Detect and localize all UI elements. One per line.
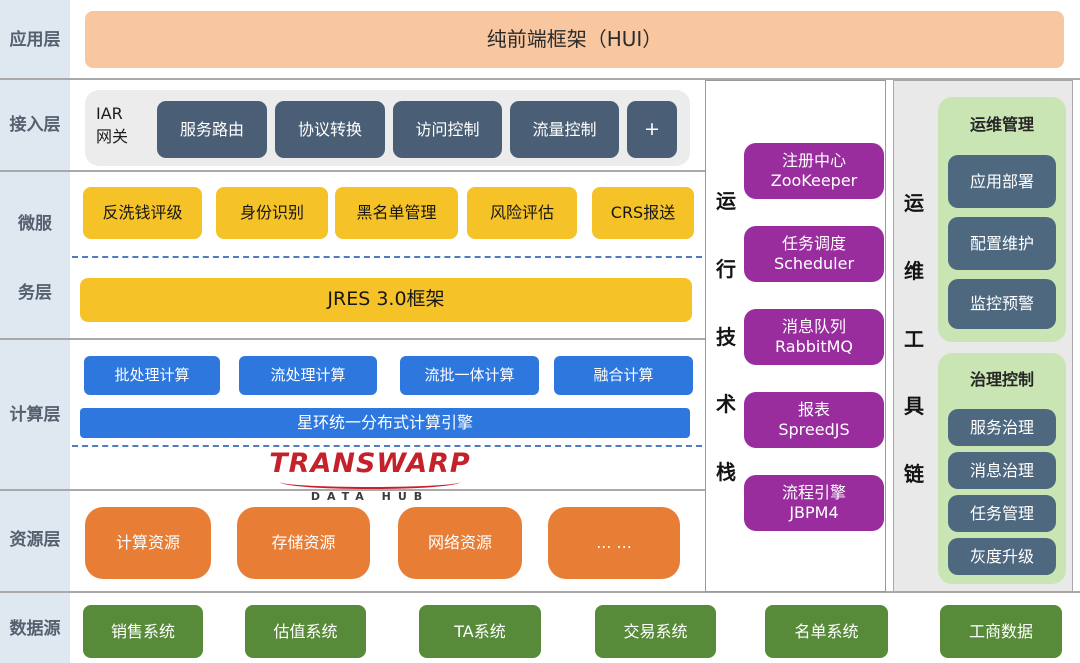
runtime-stack-vertical-label: 运 行 技 术 栈 (714, 185, 738, 485)
runtime-rabbitmq: 消息队列 RabbitMQ (744, 309, 884, 365)
datasource-trading-system: 交易系统 (595, 605, 716, 658)
resource-ellipsis: ... ... (548, 507, 680, 579)
runtime-item-tech: SpreedJS (778, 420, 850, 439)
gateway-label-line1: IAR (96, 104, 123, 123)
runtime-scheduler: 任务调度 Scheduler (744, 226, 884, 282)
runtime-stack-panel: 运 行 技 术 栈 注册中心 ZooKeeper 任务调度 Scheduler … (705, 80, 886, 592)
service-crs-reporting: CRS报送 (592, 187, 694, 239)
runtime-stack-char: 技 (716, 324, 736, 349)
runtime-item-title: 任务调度 (781, 234, 846, 253)
sidebar-label-datasource-layer: 数据源 (9, 619, 61, 639)
ops-toolchain-char: 运 (904, 191, 924, 215)
jres-framework-bar: JRES 3.0框架 (80, 278, 692, 322)
transwarp-logo-brand: TRANSWARP (269, 448, 471, 479)
runtime-item-tech: Scheduler (773, 254, 855, 273)
transwarp-logo-swoosh (280, 475, 460, 489)
access-service-routing: 服务路由 (157, 101, 267, 158)
gateway-label-line2: 网关 (96, 127, 129, 147)
ops-toolchain-char: 维 (904, 258, 924, 283)
runtime-item-tech: RabbitMQ (775, 337, 853, 356)
sidebar-label-microservice-layer-line2: 务层 (18, 283, 52, 303)
ops-monitoring-alert: 监控预警 (948, 279, 1056, 329)
ops-gray-upgrade: 灰度升级 (948, 538, 1056, 575)
ops-group-title: 治理控制 (969, 370, 1034, 389)
ops-group-maintenance: 运维管理 应用部署 配置维护 监控预警 (938, 97, 1066, 342)
runtime-item-tech: JBPM4 (789, 503, 839, 522)
runtime-stack-char: 术 (716, 392, 736, 417)
divider-resource-datasource (0, 591, 1080, 593)
gateway-label: IAR 网关 (96, 102, 154, 148)
microservice-dashed-divider (72, 256, 702, 258)
ops-toolchain-vertical-label: 运 维 工 具 链 (902, 187, 926, 487)
datasource-sales-system: 销售系统 (83, 605, 203, 658)
compute-batch: 批处理计算 (84, 356, 220, 395)
compute-dashed-divider (72, 445, 702, 447)
divider-micro-compute (0, 338, 705, 340)
runtime-item-tech: ZooKeeper (770, 171, 858, 190)
divider-compute-resource (0, 489, 705, 491)
frontend-framework-bar: 纯前端框架（HUI） (85, 11, 1064, 68)
runtime-item-title: 报表 (797, 400, 830, 419)
sidebar-label-compute-layer: 计算层 (9, 405, 61, 425)
divider-access-micro (0, 170, 705, 172)
sidebar-label-app-layer: 应用层 (9, 30, 61, 50)
access-plus-button: + (627, 101, 677, 158)
ops-group-governance: 治理控制 服务治理 消息治理 任务管理 灰度升级 (938, 353, 1066, 584)
runtime-stack-char: 行 (716, 256, 736, 281)
service-risk-assessment: 风险评估 (467, 187, 577, 239)
ops-config-maintenance: 配置维护 (948, 217, 1056, 270)
sidebar-label-resource-layer: 资源层 (9, 530, 61, 550)
service-blacklist-management: 黑名单管理 (335, 187, 458, 239)
service-aml-rating: 反洗钱评级 (83, 187, 202, 239)
access-protocol-conversion: 协议转换 (275, 101, 385, 158)
runtime-spreedjs: 报表 SpreedJS (744, 392, 884, 448)
resource-compute: 计算资源 (85, 507, 211, 579)
distributed-engine-bar: 星环统一分布式计算引擎 (80, 408, 690, 438)
ops-message-governance: 消息治理 (948, 452, 1056, 489)
ops-toolchain-char: 工 (904, 326, 924, 351)
compute-stream: 流处理计算 (239, 356, 377, 395)
access-flow-control: 流量控制 (510, 101, 619, 158)
transwarp-logo-subtitle: DATA HUB (310, 490, 430, 503)
ops-toolchain-panel: 运 维 工 具 链 运维管理 应用部署 配置维护 监控预警 治理控制 服务治理 … (893, 80, 1073, 592)
sidebar-label-microservice-layer-line1: 微服 (18, 214, 52, 234)
ops-toolchain-char: 具 (904, 394, 924, 419)
compute-fusion: 融合计算 (554, 356, 693, 395)
sidebar-label-access-layer: 接入层 (9, 115, 61, 135)
ops-task-management: 任务管理 (948, 495, 1056, 532)
runtime-stack-char: 栈 (716, 460, 736, 484)
compute-stream-batch-unified: 流批一体计算 (400, 356, 539, 395)
runtime-item-title: 流程引擎 (781, 483, 846, 502)
ops-app-deployment: 应用部署 (948, 155, 1056, 208)
resource-storage: 存储资源 (237, 507, 370, 579)
transwarp-logo: TRANSWARP DATA HUB (260, 448, 480, 503)
ops-service-governance: 服务治理 (948, 409, 1056, 446)
ops-group-title: 运维管理 (969, 115, 1034, 134)
service-identity-recognition: 身份识别 (216, 187, 328, 239)
divider-app-access (0, 78, 1080, 80)
runtime-jbpm4: 流程引擎 JBPM4 (744, 475, 884, 531)
datasource-valuation-system: 估值系统 (245, 605, 366, 658)
datasource-ta-system: TA系统 (419, 605, 541, 658)
runtime-item-title: 注册中心 (781, 151, 846, 170)
datasource-business-data: 工商数据 (940, 605, 1062, 658)
resource-network: 网络资源 (398, 507, 522, 579)
runtime-zookeeper: 注册中心 ZooKeeper (744, 143, 884, 199)
ops-toolchain-char: 链 (904, 462, 924, 486)
runtime-item-title: 消息队列 (781, 317, 846, 336)
runtime-stack-char: 运 (716, 189, 736, 213)
layer-sidebar (0, 0, 70, 663)
datasource-list-system: 名单系统 (765, 605, 888, 658)
access-access-control: 访问控制 (393, 101, 502, 158)
